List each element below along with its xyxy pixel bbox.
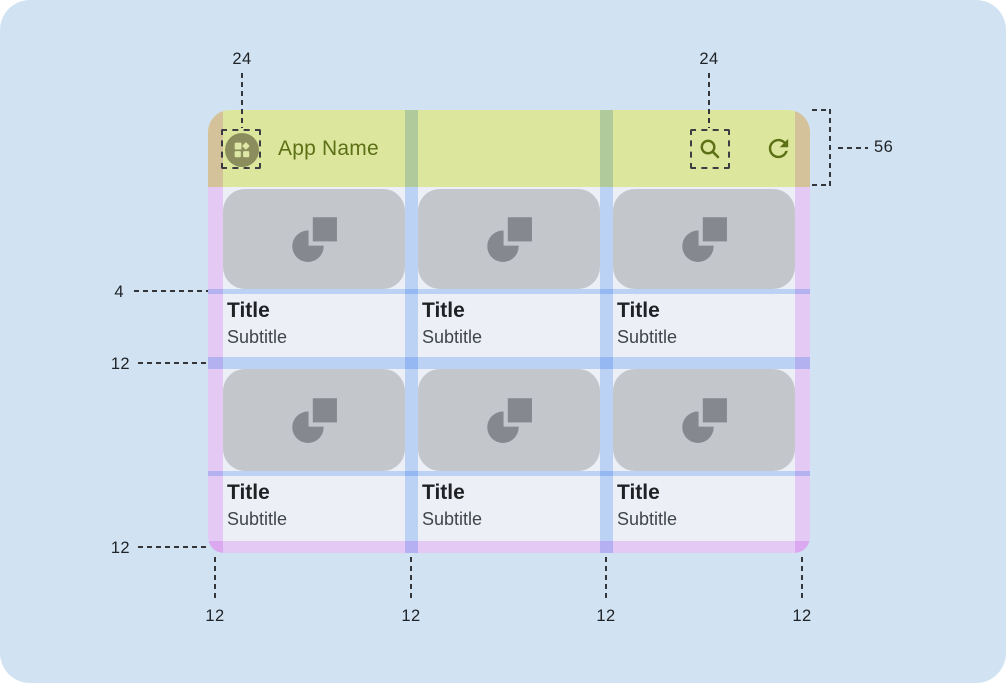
card[interactable]: Title Subtitle	[418, 294, 600, 357]
padding-band-4	[208, 289, 810, 294]
card-media[interactable]	[418, 189, 600, 289]
icon-bounds-box-leading	[221, 129, 261, 169]
image-placeholder-icon	[487, 398, 532, 443]
image-placeholder-icon	[292, 217, 337, 262]
search-icon[interactable]	[697, 136, 723, 162]
image-placeholder-icon	[292, 398, 337, 443]
app-name: App Name	[278, 136, 379, 160]
dimension-label-bottom-margin: 12	[110, 539, 130, 557]
dimension-label-gutter-1: 12	[401, 607, 421, 625]
right-margin-overlay	[795, 110, 810, 553]
card-media[interactable]	[613, 189, 795, 289]
dimension-line	[605, 557, 607, 602]
dimension-line	[241, 73, 243, 128]
dimension-line	[812, 109, 831, 111]
card-title: Title	[227, 299, 270, 322]
card-media[interactable]	[418, 369, 600, 471]
card-title: Title	[227, 481, 270, 504]
dimension-label-gutter-2: 12	[596, 607, 616, 625]
dimension-line	[138, 546, 208, 548]
dimension-line	[708, 73, 710, 128]
top-app-bar: App Name	[208, 110, 810, 187]
card[interactable]: Title Subtitle	[613, 294, 795, 357]
dimension-line	[838, 147, 868, 149]
bottom-margin-band	[208, 541, 810, 553]
card-title: Title	[422, 481, 465, 504]
icon-bounds-box-search	[690, 129, 730, 169]
card-subtitle: Subtitle	[422, 327, 483, 347]
dimension-line	[134, 290, 208, 292]
card-media[interactable]	[613, 369, 795, 471]
card-subtitle: Subtitle	[227, 327, 288, 347]
gutter-overlay-2	[600, 110, 613, 553]
dimension-line	[812, 184, 831, 186]
dimension-label-row-gap: 12	[110, 355, 130, 373]
row-gap-band-12	[208, 357, 810, 369]
card[interactable]: Title Subtitle	[418, 476, 600, 541]
dimension-label-text-padding: 4	[114, 283, 124, 301]
card-subtitle: Subtitle	[617, 509, 678, 529]
card-media[interactable]	[223, 369, 405, 471]
dimension-label-leading-icon: 24	[232, 50, 252, 68]
image-placeholder-icon	[682, 398, 727, 443]
card-subtitle: Subtitle	[422, 509, 483, 529]
dimension-label-appbar-height: 56	[874, 138, 894, 156]
widgets-icon	[234, 142, 250, 158]
card-title: Title	[422, 299, 465, 322]
dimension-line	[801, 557, 803, 602]
dimension-line	[214, 557, 216, 602]
dimension-line	[410, 557, 412, 602]
dimension-line	[829, 109, 831, 186]
card-media[interactable]	[223, 189, 405, 289]
card-subtitle: Subtitle	[227, 509, 288, 529]
refresh-icon	[768, 138, 789, 159]
refresh-button[interactable]	[764, 134, 793, 163]
image-placeholder-icon	[487, 217, 532, 262]
app-icon-button[interactable]	[225, 133, 259, 167]
dimension-label-trailing-icon: 24	[699, 50, 719, 68]
layout-mockup: App Name	[208, 110, 810, 553]
padding-band-4	[208, 471, 810, 476]
gutter-overlay-1	[405, 110, 418, 553]
card[interactable]: Title Subtitle	[223, 294, 405, 357]
dimension-label-right-margin: 12	[792, 607, 812, 625]
dimension-line	[138, 362, 208, 364]
card-title: Title	[617, 481, 660, 504]
card-subtitle: Subtitle	[617, 327, 678, 347]
card-title: Title	[617, 299, 660, 322]
image-placeholder-icon	[682, 217, 727, 262]
card[interactable]: Title Subtitle	[613, 476, 795, 541]
dimension-label-left-margin: 12	[205, 607, 225, 625]
card[interactable]: Title Subtitle	[223, 476, 405, 541]
left-margin-overlay	[208, 110, 223, 553]
